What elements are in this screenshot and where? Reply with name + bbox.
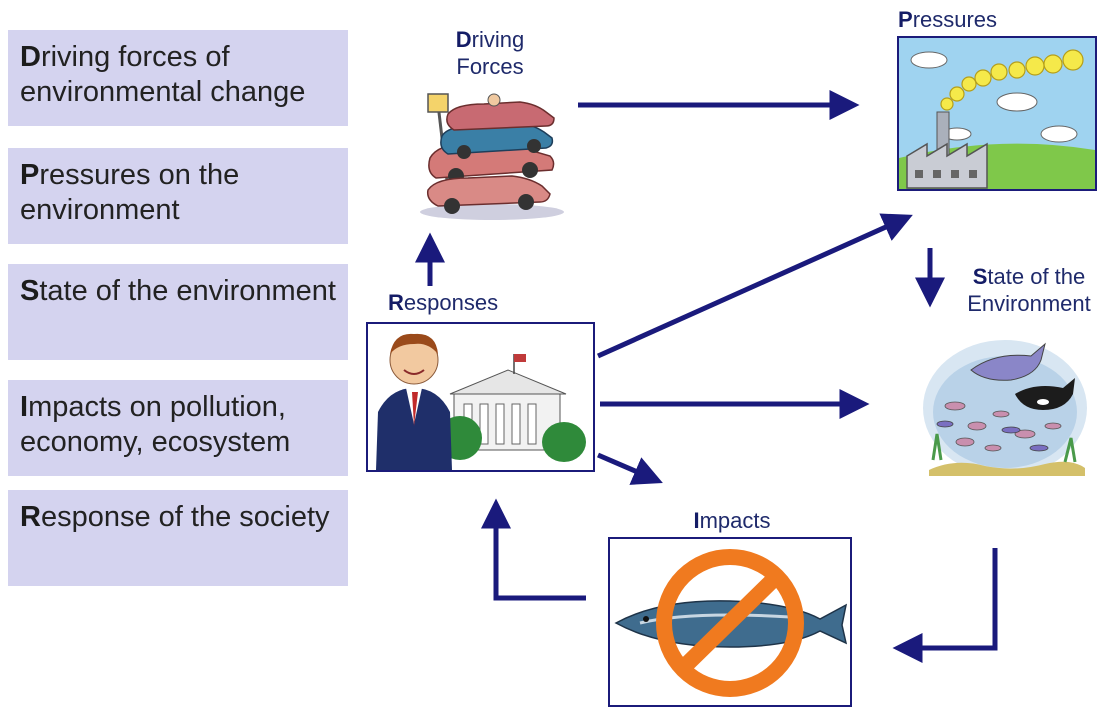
label-rest: ressures	[912, 7, 998, 32]
legend-initial: D	[20, 41, 41, 73]
label-state-of-environment: State of the Environment	[946, 263, 1112, 317]
politician-white-house-illustration	[366, 322, 595, 472]
label-rest: mpacts	[699, 508, 771, 533]
legend-state: State of the environment	[8, 264, 348, 360]
label-initial: P	[898, 7, 913, 32]
label-line1: tate of the	[987, 264, 1086, 289]
stacked-cars-illustration	[420, 93, 564, 220]
ocean-life-illustration	[923, 340, 1087, 476]
label-initial: S	[972, 264, 988, 289]
legend-impacts: Impacts on pollution, economy, ecosystem	[8, 380, 348, 476]
arrow-impacts-to-responses	[481, 498, 586, 601]
arrow-state-to-impacts	[892, 548, 998, 663]
label-line2: Forces	[456, 54, 524, 79]
legend-pressures: Pressures on the environment	[8, 148, 348, 244]
no-fishing-illustration	[608, 537, 852, 707]
label-initial: R	[388, 290, 404, 315]
label-initial: I	[693, 508, 700, 533]
arrow-responses-to-pressures	[596, 213, 913, 359]
arrow-responses-to-impacts	[597, 452, 663, 485]
legend-text: tate of the environment	[39, 275, 336, 307]
legend-driving: Driving forces of environmental change	[8, 30, 348, 126]
legend-text: riving forces of environmental change	[20, 41, 306, 108]
label-responses: Responses	[388, 289, 548, 316]
legend-text: ressures on the environment	[20, 159, 240, 226]
label-rest: esponses	[403, 290, 499, 315]
legend-text: mpacts on pollution, economy, ecosystem	[20, 391, 291, 458]
label-line2: Environment	[967, 291, 1091, 316]
label-line1: riving	[471, 27, 525, 52]
legend-initial: I	[20, 391, 29, 423]
label-driving-forces: Driving Forces	[425, 26, 555, 80]
legend-text: esponse of the society	[40, 501, 330, 533]
label-pressures: Pressures	[898, 6, 1038, 33]
label-impacts: Impacts	[672, 507, 792, 534]
legend-initial: R	[20, 501, 41, 533]
legend-initial: S	[20, 275, 40, 307]
factory-smoke-illustration	[897, 36, 1097, 191]
legend-response: Response of the society	[8, 490, 348, 586]
legend-initial: P	[20, 159, 40, 191]
label-initial: D	[455, 27, 472, 52]
